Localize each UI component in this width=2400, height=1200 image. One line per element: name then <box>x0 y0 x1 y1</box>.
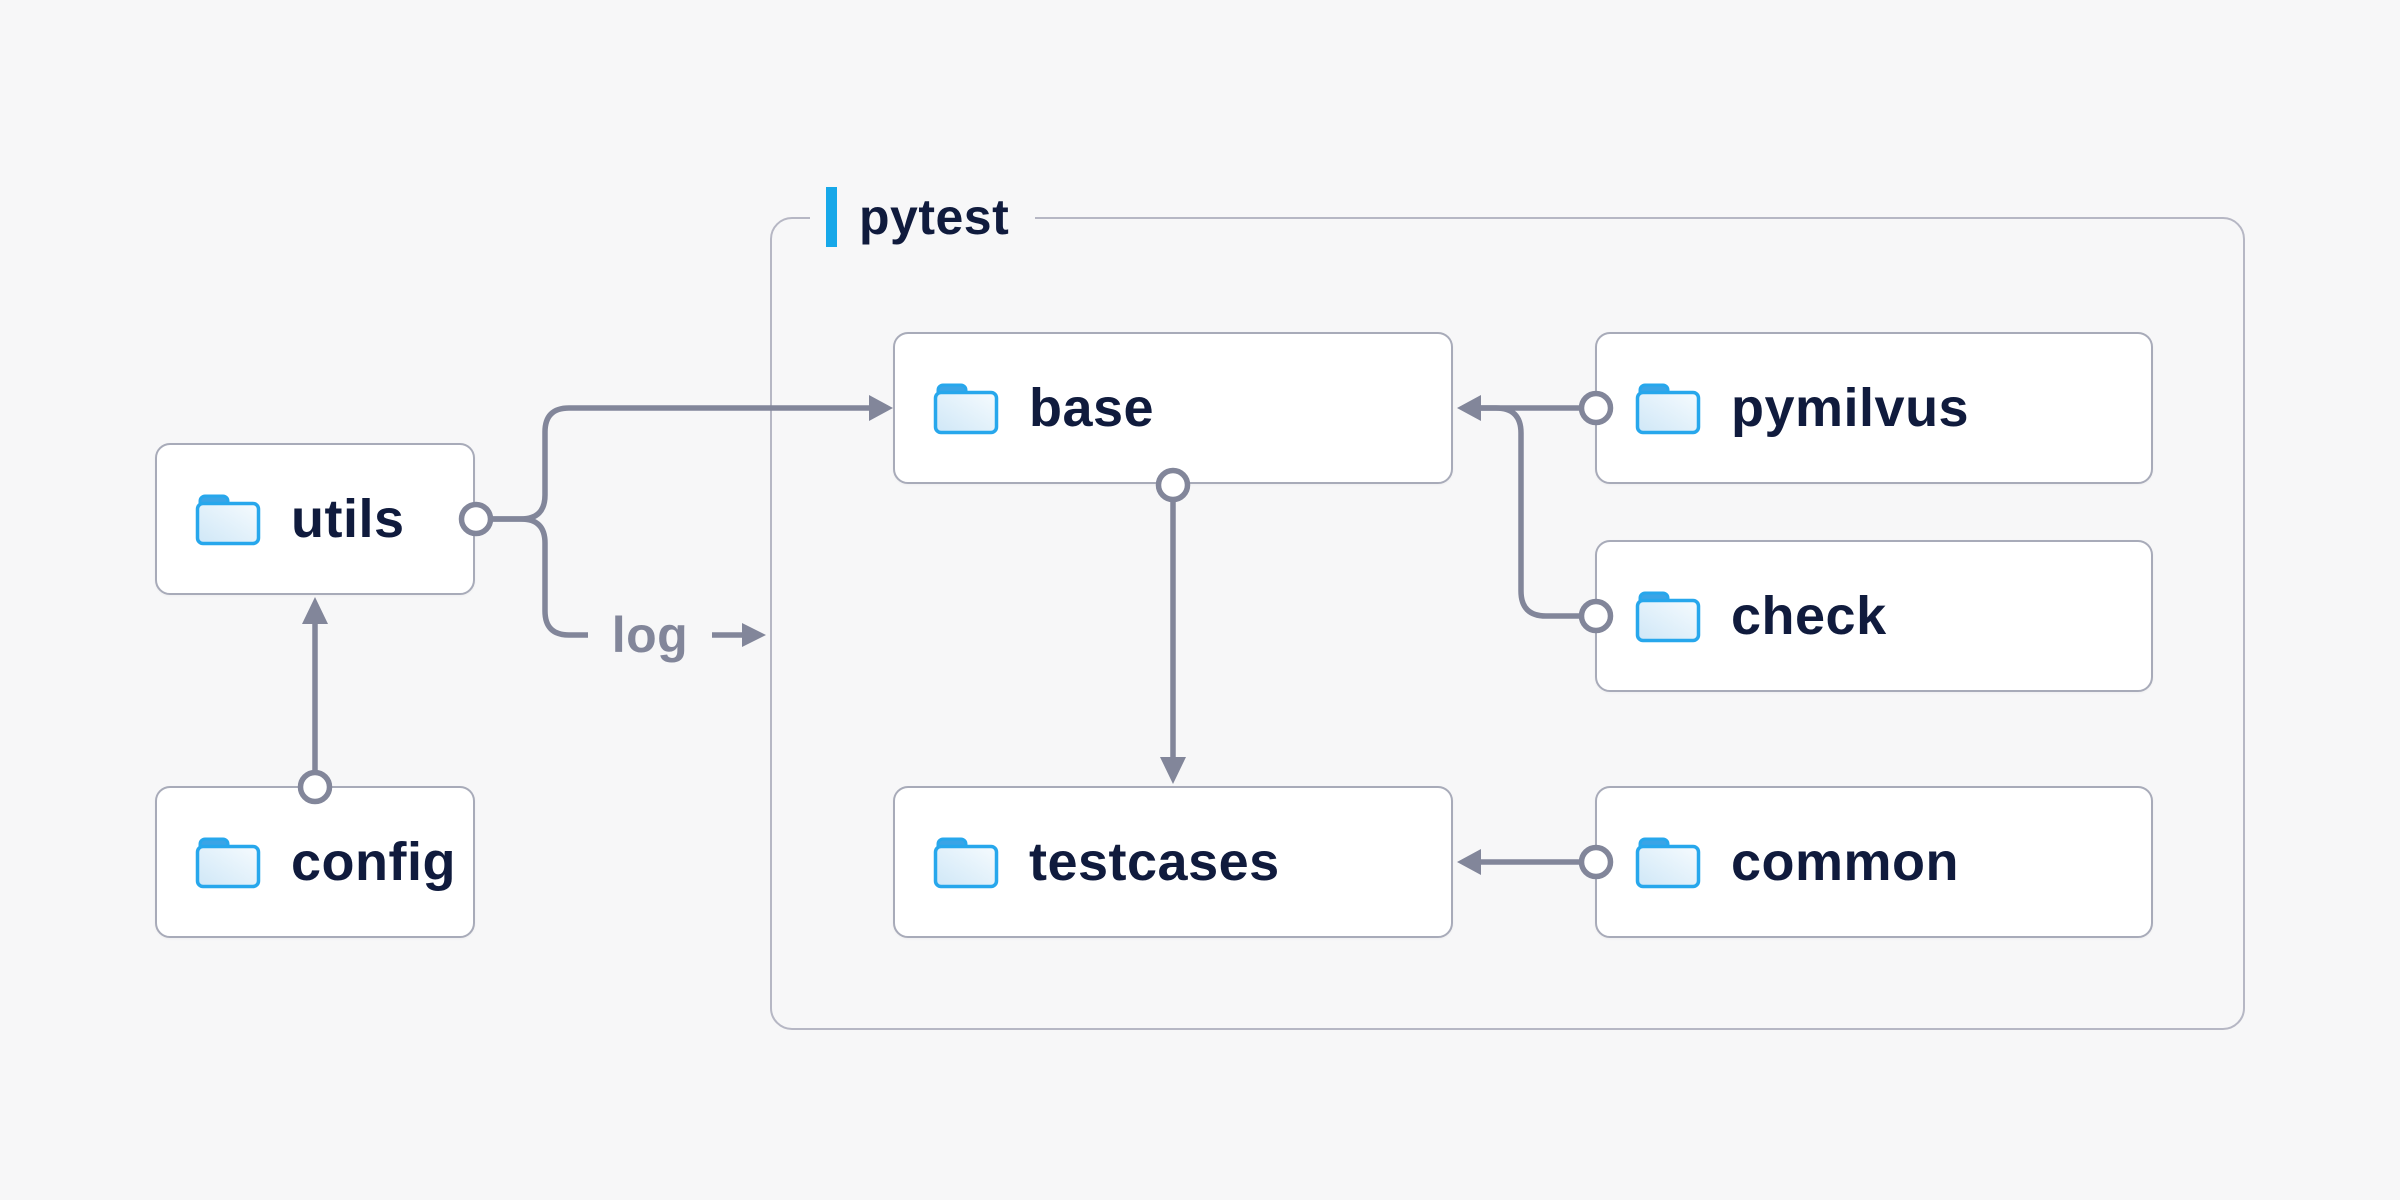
folder-icon <box>1635 383 1701 435</box>
node-testcases: testcases <box>893 786 1453 938</box>
folder-icon <box>933 383 999 435</box>
node-common: common <box>1595 786 2153 938</box>
node-config: config <box>155 786 475 938</box>
edge-label-log: log <box>611 607 689 663</box>
arrowhead-config-utils <box>302 597 328 624</box>
node-label: testcases <box>1029 832 1280 892</box>
node-label: check <box>1731 586 1887 646</box>
folder-icon <box>1635 837 1701 889</box>
pytest-container-label: pytest <box>859 189 1010 245</box>
node-base: base <box>893 332 1453 484</box>
pytest-legend: pytest <box>810 187 1036 247</box>
node-check: check <box>1595 540 2153 692</box>
node-label: common <box>1731 832 1960 892</box>
folder-icon <box>1635 591 1701 643</box>
edge-utils-log <box>492 516 588 638</box>
folder-icon <box>933 837 999 889</box>
folder-icon <box>195 837 261 889</box>
folder-icon <box>195 494 261 546</box>
accent-bar-icon <box>826 187 837 247</box>
pytest-container <box>770 217 2245 1030</box>
arrowhead-log-container <box>742 623 766 647</box>
node-label: utils <box>291 489 405 549</box>
node-utils: utils <box>155 443 475 595</box>
node-pymilvus: pymilvus <box>1595 332 2153 484</box>
node-label: base <box>1029 378 1155 438</box>
node-label: pymilvus <box>1731 378 1970 438</box>
node-label: config <box>291 832 456 892</box>
